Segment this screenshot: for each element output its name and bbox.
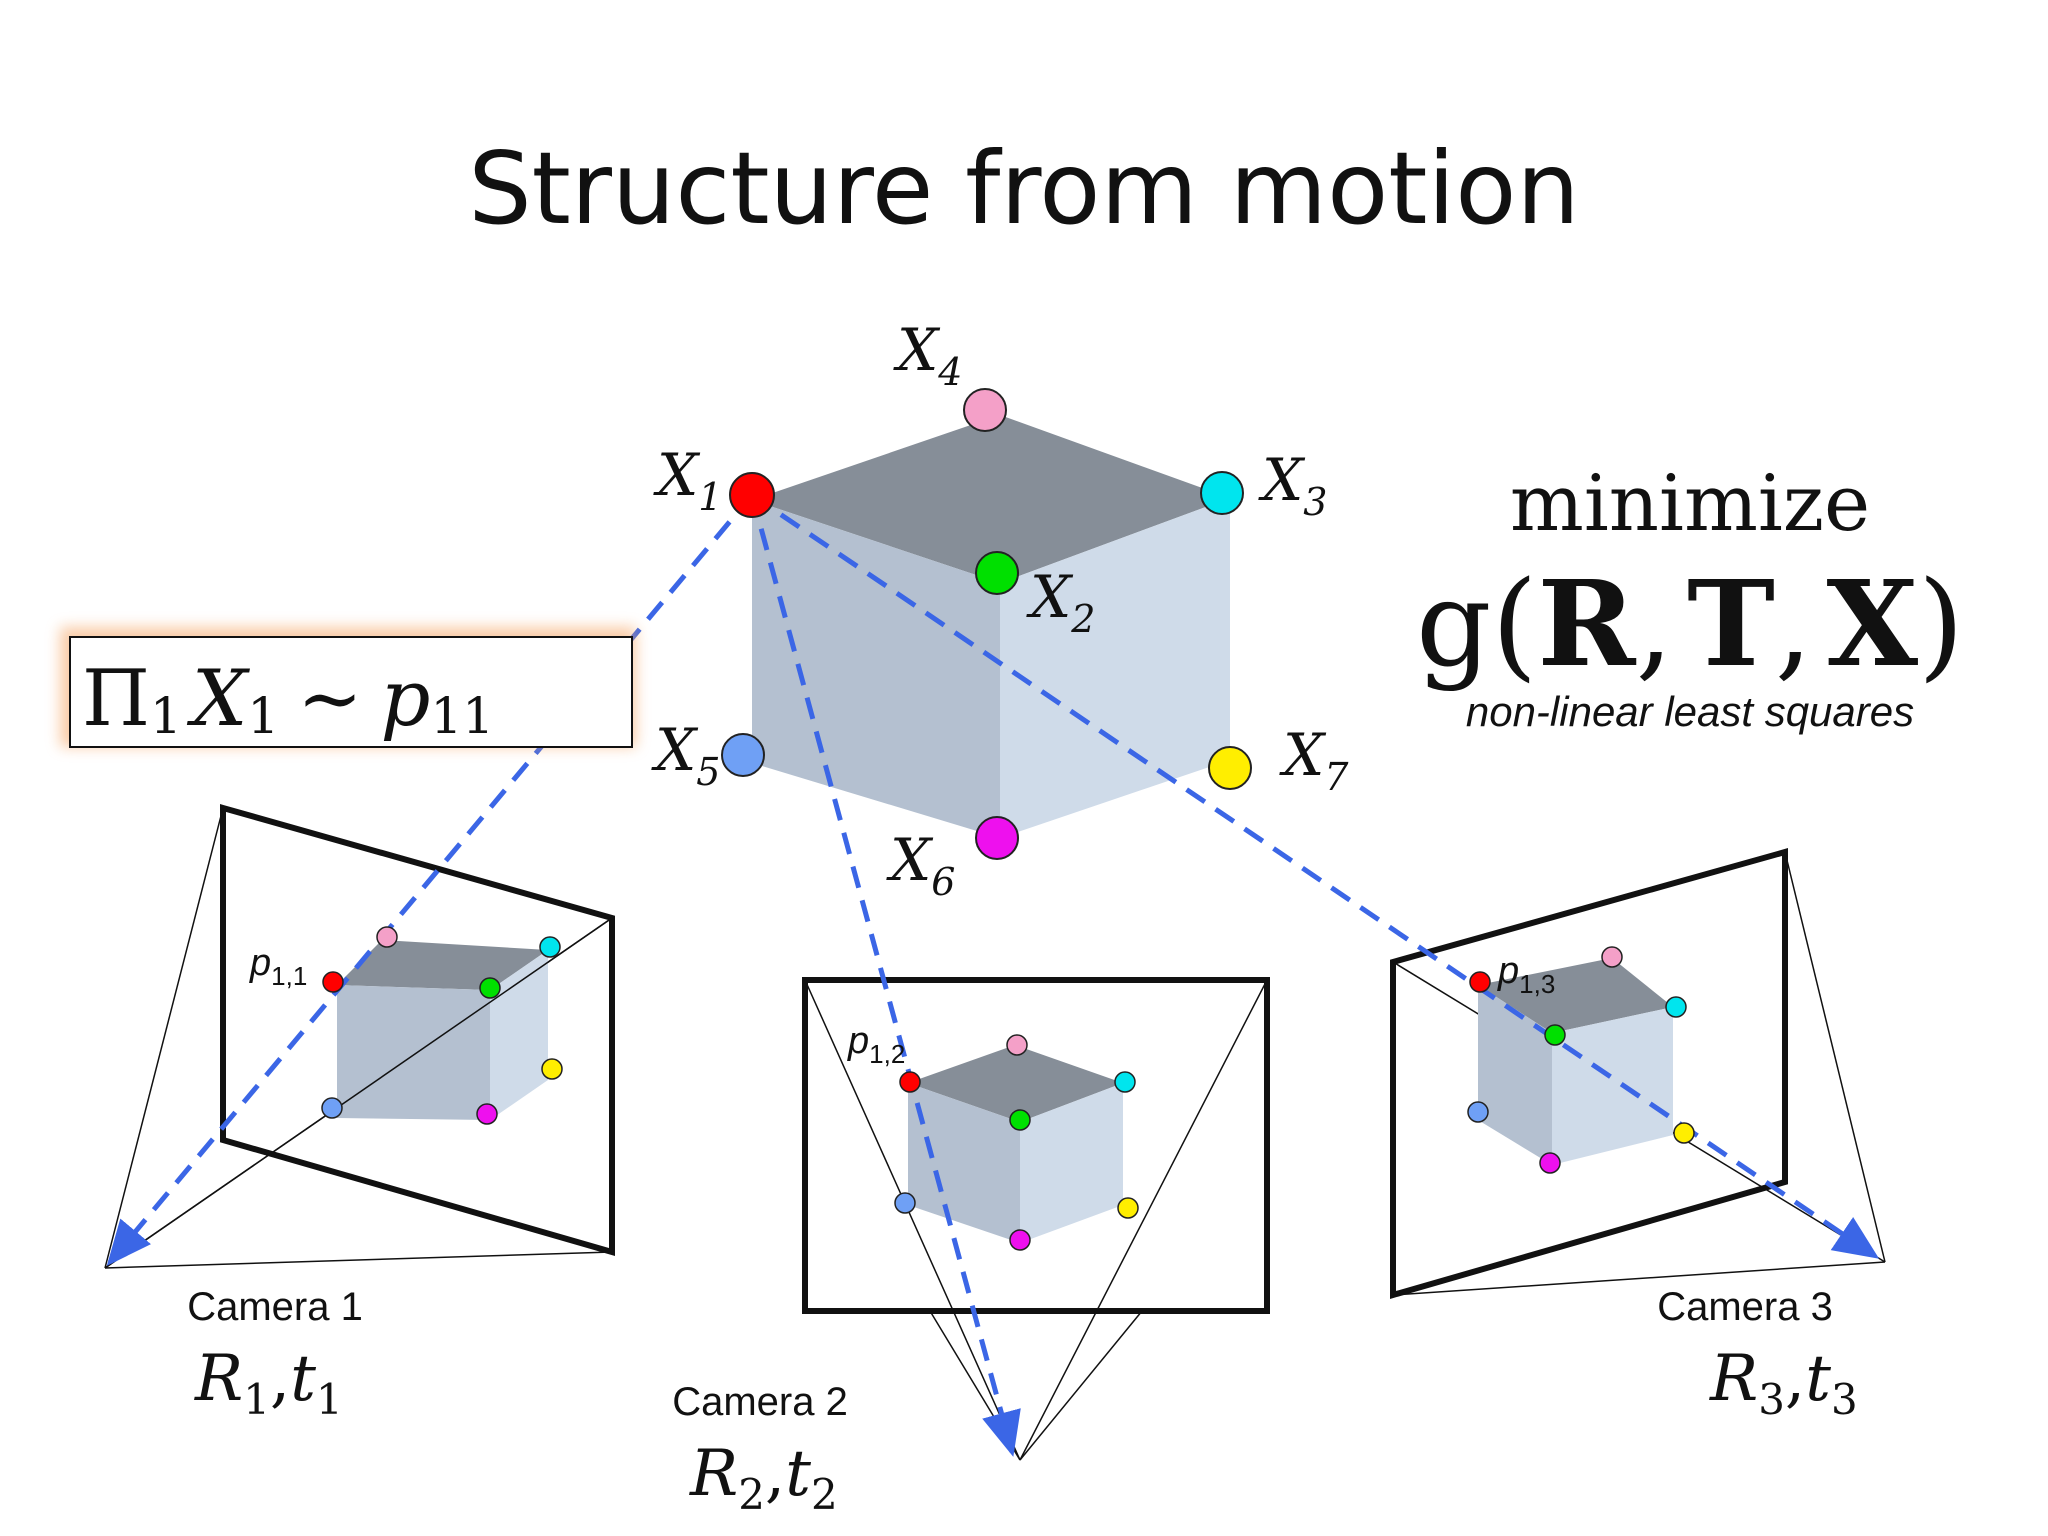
- camera-2-name: Camera 2: [672, 1380, 848, 1424]
- objective-subtitle: non-linear least squares: [1466, 688, 1914, 735]
- camera-3-point-x7: [1673, 1122, 1695, 1144]
- camera-2-point-x5: [894, 1192, 916, 1214]
- camera-2-cube: [908, 1045, 1123, 1243]
- objective-function: g(R,T,X): [1416, 554, 1964, 693]
- point-x7: [1208, 746, 1252, 790]
- label-x4: X4: [893, 316, 962, 394]
- label-x2: X2: [1026, 563, 1095, 641]
- camera-1: [104, 804, 615, 1269]
- camera-1-point-x6: [476, 1103, 498, 1125]
- world-points: [721, 388, 1252, 860]
- camera-3-point-x1: [1469, 971, 1491, 993]
- camera-2-p-label: p1,2: [847, 1020, 905, 1069]
- camera-1-point-x2: [479, 977, 501, 999]
- point-x5: [721, 733, 765, 777]
- camera-2-point-x6: [1009, 1229, 1031, 1251]
- main-cube-front-face: [752, 500, 1000, 838]
- label-x1: X1: [653, 441, 722, 519]
- camera-3-points: [1467, 946, 1695, 1174]
- main-cube-top-face: [752, 415, 1230, 583]
- camera-3-cube: [1478, 958, 1673, 1165]
- camera-1-point-x4: [376, 926, 398, 948]
- main-cube-side-face: [1000, 498, 1230, 838]
- point-x4: [963, 388, 1007, 432]
- camera-1-through-line: [104, 917, 613, 1269]
- camera-2-point-x1: [899, 1071, 921, 1093]
- main-cube: [752, 415, 1230, 838]
- camera-2-frustum: [804, 979, 1268, 1461]
- camera-2-pose: R2,t2: [689, 1437, 838, 1519]
- camera-3-point-x4: [1601, 946, 1623, 968]
- camera-1-point-x7: [541, 1058, 563, 1080]
- point-x6: [975, 816, 1019, 860]
- camera-2-points: [894, 1034, 1139, 1251]
- point-x1: [729, 472, 775, 518]
- camera-2-point-x3: [1114, 1071, 1136, 1093]
- point-x2: [975, 551, 1019, 595]
- label-x6: X6: [886, 826, 955, 904]
- camera-2: [802, 977, 1270, 1461]
- label-x7: X7: [1279, 721, 1349, 799]
- point-x3: [1200, 471, 1244, 515]
- camera-2-point-x4: [1006, 1034, 1028, 1056]
- camera-2-point-x7: [1117, 1197, 1139, 1219]
- camera-3-name: Camera 3: [1657, 1285, 1833, 1329]
- camera-3-point-x3: [1665, 996, 1687, 1018]
- camera-1-point-x3: [539, 936, 561, 958]
- minimize-label: minimize: [1510, 459, 1870, 549]
- camera-1-p-label: p1,1: [249, 942, 307, 991]
- camera-3-point-x2: [1544, 1024, 1566, 1046]
- camera-3-pose: R3,t3: [1709, 1342, 1858, 1424]
- camera-1-point-x1: [322, 971, 344, 993]
- camera-3-p-label: p1,3: [1497, 950, 1555, 999]
- camera-1-points: [321, 926, 563, 1125]
- label-x5: X5: [651, 716, 720, 794]
- camera-1-point-x5: [321, 1097, 343, 1119]
- camera-1-cube: [337, 940, 548, 1120]
- camera-3: [1390, 848, 1886, 1299]
- camera-3-point-x5: [1467, 1101, 1489, 1123]
- ray-to-camera-2: [749, 494, 1021, 1457]
- camera-1-name: Camera 1: [187, 1285, 363, 1329]
- camera-2-image-plane: [802, 977, 1270, 1314]
- page-title: Structure from motion: [468, 130, 1580, 247]
- equation-box: [69, 636, 633, 748]
- ray-to-camera-1: [106, 493, 754, 1266]
- camera-3-point-x6: [1539, 1152, 1561, 1174]
- label-x3: X3: [1258, 446, 1327, 524]
- camera-3-image-plane: [1390, 848, 1788, 1299]
- camera-2-point-x2: [1009, 1109, 1031, 1131]
- objective: minimize g(R,T,X) non-linear least squar…: [1416, 459, 1964, 735]
- camera-1-pose: R1,t1: [194, 1342, 343, 1424]
